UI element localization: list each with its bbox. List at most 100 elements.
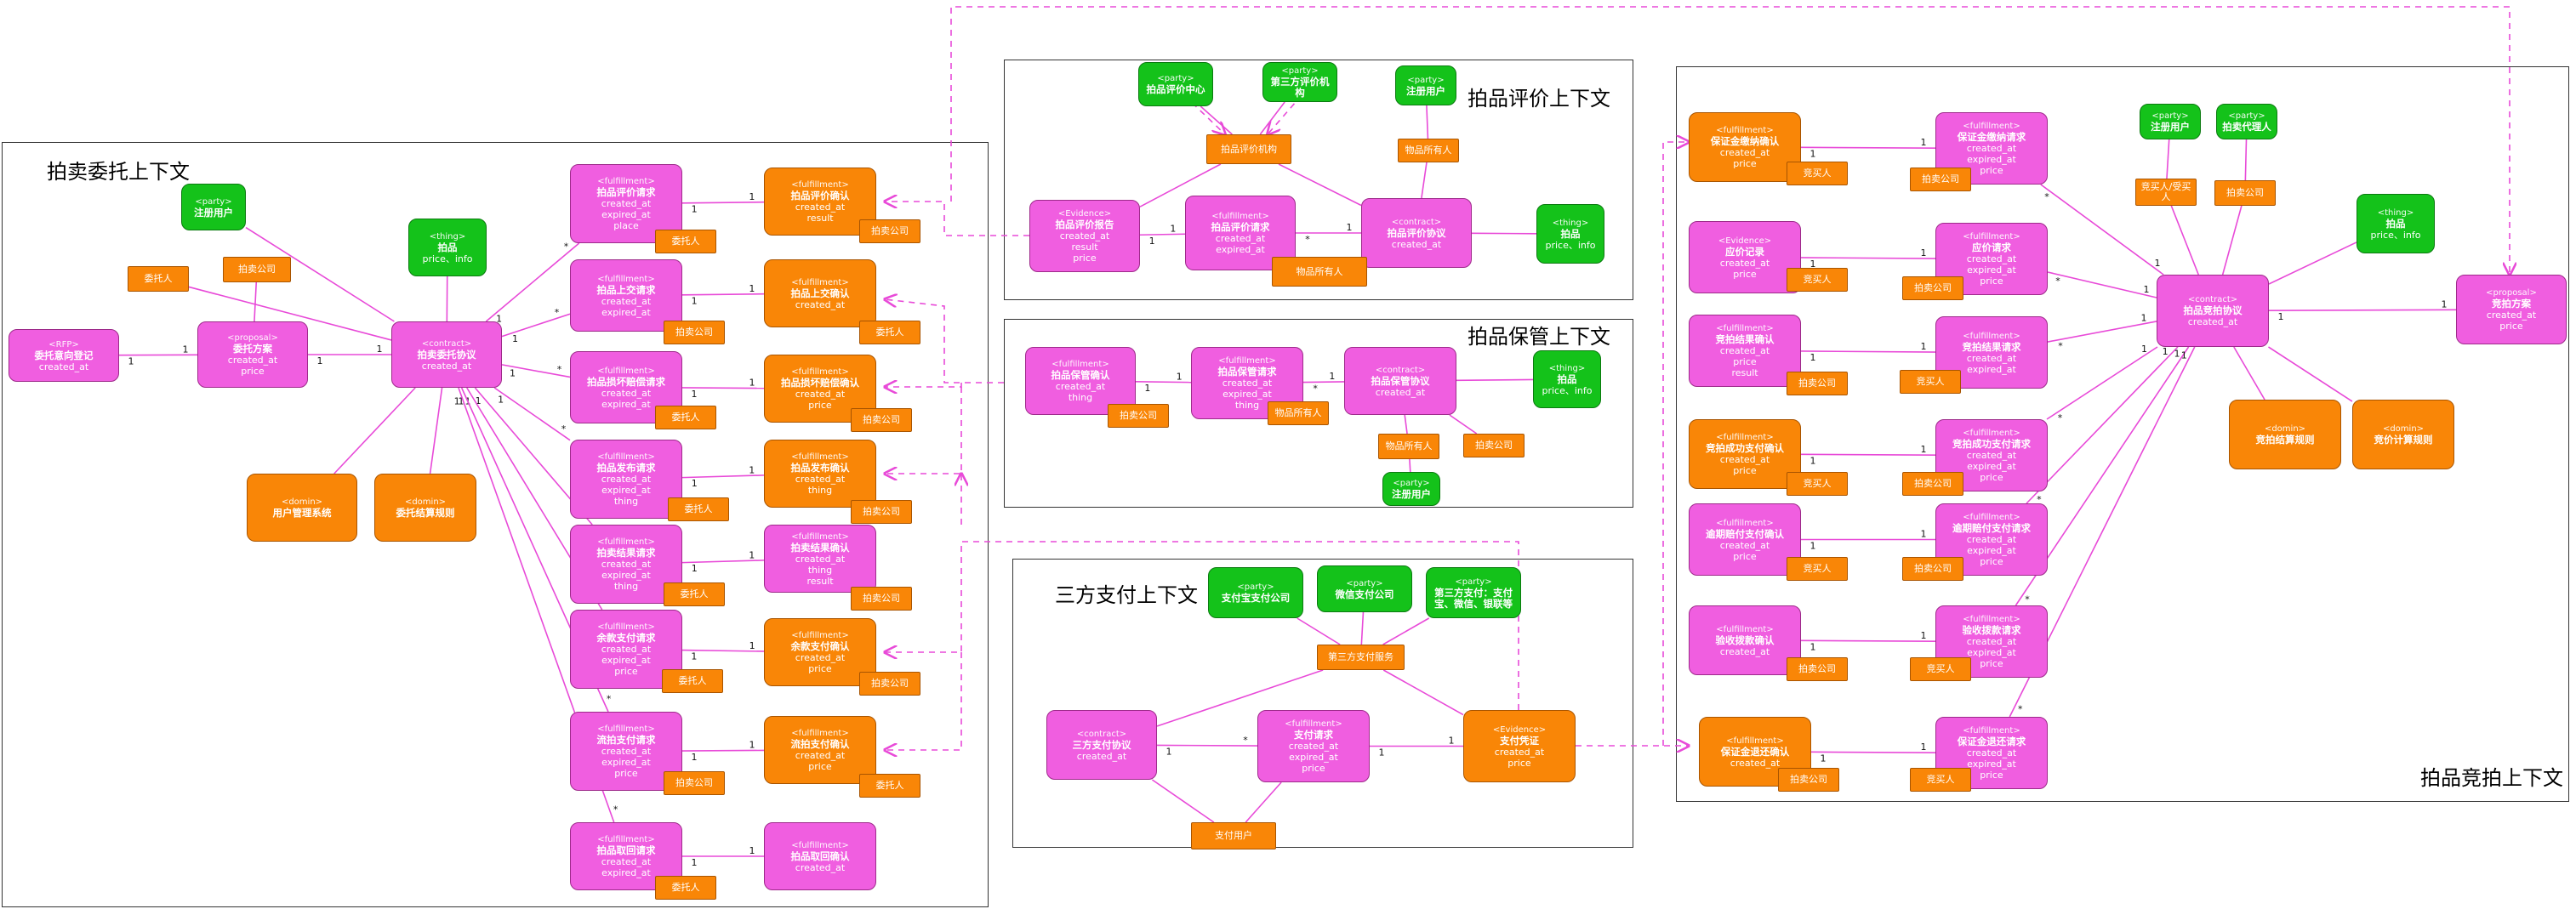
node-p_reg3[interactable]: <party>注册用户 <box>1382 472 1440 506</box>
role-tag-tg_r4[interactable]: 拍卖公司 <box>1902 472 1963 496</box>
role-tag-tg_owner4[interactable]: 物品所有人 <box>1378 434 1439 459</box>
role-tag-tg_c1[interactable]: 拍卖公司 <box>859 219 920 243</box>
node-domin_fee[interactable]: <domin>委托结算规则 <box>374 474 476 542</box>
role-tag-tg_r6[interactable]: 竞买人 <box>1910 657 1971 681</box>
role-tag-tg_buyer_seller[interactable]: 竞买人/受买人 <box>2135 179 2197 206</box>
role-tag-tg_weituoren[interactable]: 委托人 <box>128 266 189 292</box>
node-d_bidcalc[interactable]: <domin>竞价计算规则 <box>2352 400 2454 469</box>
role-tag-tg_eval_org[interactable]: 拍品评价机构 <box>1206 134 1291 164</box>
role-tag-tg_paimaigs1[interactable]: 拍卖公司 <box>223 257 291 282</box>
role-tag-tg_r5[interactable]: 拍卖公司 <box>1902 557 1963 581</box>
node-p_3rd[interactable]: <party>第三方支付：支付宝、微信、银联等 <box>1426 567 1521 618</box>
role-tag-tg_b5[interactable]: 竞买人 <box>1787 557 1848 581</box>
role-tag-tg_keep_co2[interactable]: 拍卖公司 <box>1463 434 1525 457</box>
node-p_third[interactable]: <party>第三方评价机构 <box>1262 62 1337 102</box>
node-p_ali[interactable]: <party>支付宝支付公司 <box>1208 567 1303 618</box>
node-party_reg1[interactable]: <party>注册用户 <box>181 184 246 230</box>
connector-req_fail-cf_fail <box>681 749 765 752</box>
role-tag-tg_r1[interactable]: 拍卖公司 <box>1910 168 1971 191</box>
role-tag-tg_b1[interactable]: 竞买人 <box>1787 162 1848 185</box>
role-tag-tg_e6[interactable]: 委托人 <box>662 669 723 693</box>
role-tag-tg_owner3[interactable]: 物品所有人 <box>1268 401 1329 425</box>
role-tag-tg_e5[interactable]: 委托人 <box>664 582 725 606</box>
node-p_wx[interactable]: <party>微信支付公司 <box>1317 565 1412 612</box>
role-tag-tg_bid_co[interactable]: 拍卖公司 <box>2214 180 2276 206</box>
role-tag-tg_payuser[interactable]: 支付用户 <box>1191 822 1276 849</box>
node-stereotype: <party> <box>1407 75 1445 85</box>
role-tag-tg_r7[interactable]: 竞买人 <box>1910 768 1971 792</box>
role-tag-tg_c4[interactable]: 拍卖公司 <box>851 500 912 524</box>
role-tag-tg_e1[interactable]: 委托人 <box>655 230 716 253</box>
node-p_center[interactable]: <party>拍品评价中心 <box>1138 62 1213 106</box>
role-tag-tg_c5[interactable]: 拍卖公司 <box>851 587 912 611</box>
role-tag-tg_e7[interactable]: 拍卖公司 <box>664 771 725 795</box>
role-tag-tg_e8[interactable]: 委托人 <box>655 876 716 900</box>
role-tag-tg_c3[interactable]: 拍卖公司 <box>851 408 912 432</box>
role-tag-tg_b6[interactable]: 拍卖公司 <box>1787 657 1848 681</box>
role-tag-tg_r3[interactable]: 竞买人 <box>1900 370 1961 394</box>
role-tag-tg_r2[interactable]: 拍卖公司 <box>1902 276 1963 300</box>
node-p_reg4[interactable]: <party>注册用户 <box>2140 104 2201 139</box>
connector-c_keep-t_keep <box>1456 378 1534 382</box>
role-tag-tg_b3[interactable]: 拍卖公司 <box>1787 372 1848 395</box>
role-tag-tg_b2[interactable]: 竞买人 <box>1787 268 1848 292</box>
node-d_bidrule[interactable]: <domin>竞拍结算规则 <box>2229 400 2341 469</box>
role-tag-tg_owner2[interactable]: 物品所有人 <box>1272 257 1367 287</box>
dashed-dependency-arrow <box>950 6 2510 275</box>
role-tag-tg_e2[interactable]: 拍卖公司 <box>664 321 725 344</box>
role-tag-tg_c7[interactable]: 委托人 <box>859 774 920 798</box>
role-tag-tg_c6[interactable]: 拍卖公司 <box>859 672 920 696</box>
role-tag-tg_b4[interactable]: 竞买人 <box>1787 472 1848 496</box>
role-tag-tg_e3[interactable]: 委托人 <box>655 406 716 429</box>
role-tag-tg_b7[interactable]: 拍卖公司 <box>1778 768 1839 792</box>
role-tag-tg_owner1[interactable]: 物品所有人 <box>1398 139 1459 162</box>
role-tag-tg_keep_co[interactable]: 拍卖公司 <box>1108 404 1169 428</box>
role-tag-tg_c2[interactable]: 委托人 <box>859 321 920 344</box>
node-p_reg2[interactable]: <party>注册用户 <box>1395 65 1456 105</box>
node-p_agent[interactable]: <party>拍卖代理人 <box>2216 104 2277 139</box>
role-tag-tg_e4[interactable]: 委托人 <box>668 497 729 521</box>
node-stereotype: <fulfillment> <box>791 729 849 738</box>
node-domin_user[interactable]: <domin>用户管理系统 <box>247 474 357 542</box>
node-attributes: created_at expired_at place <box>601 198 652 231</box>
role-tag-tg_paysvc[interactable]: 第三方支付服务 <box>1317 645 1405 670</box>
connector-ev_report-f_evalreq <box>1139 233 1186 236</box>
